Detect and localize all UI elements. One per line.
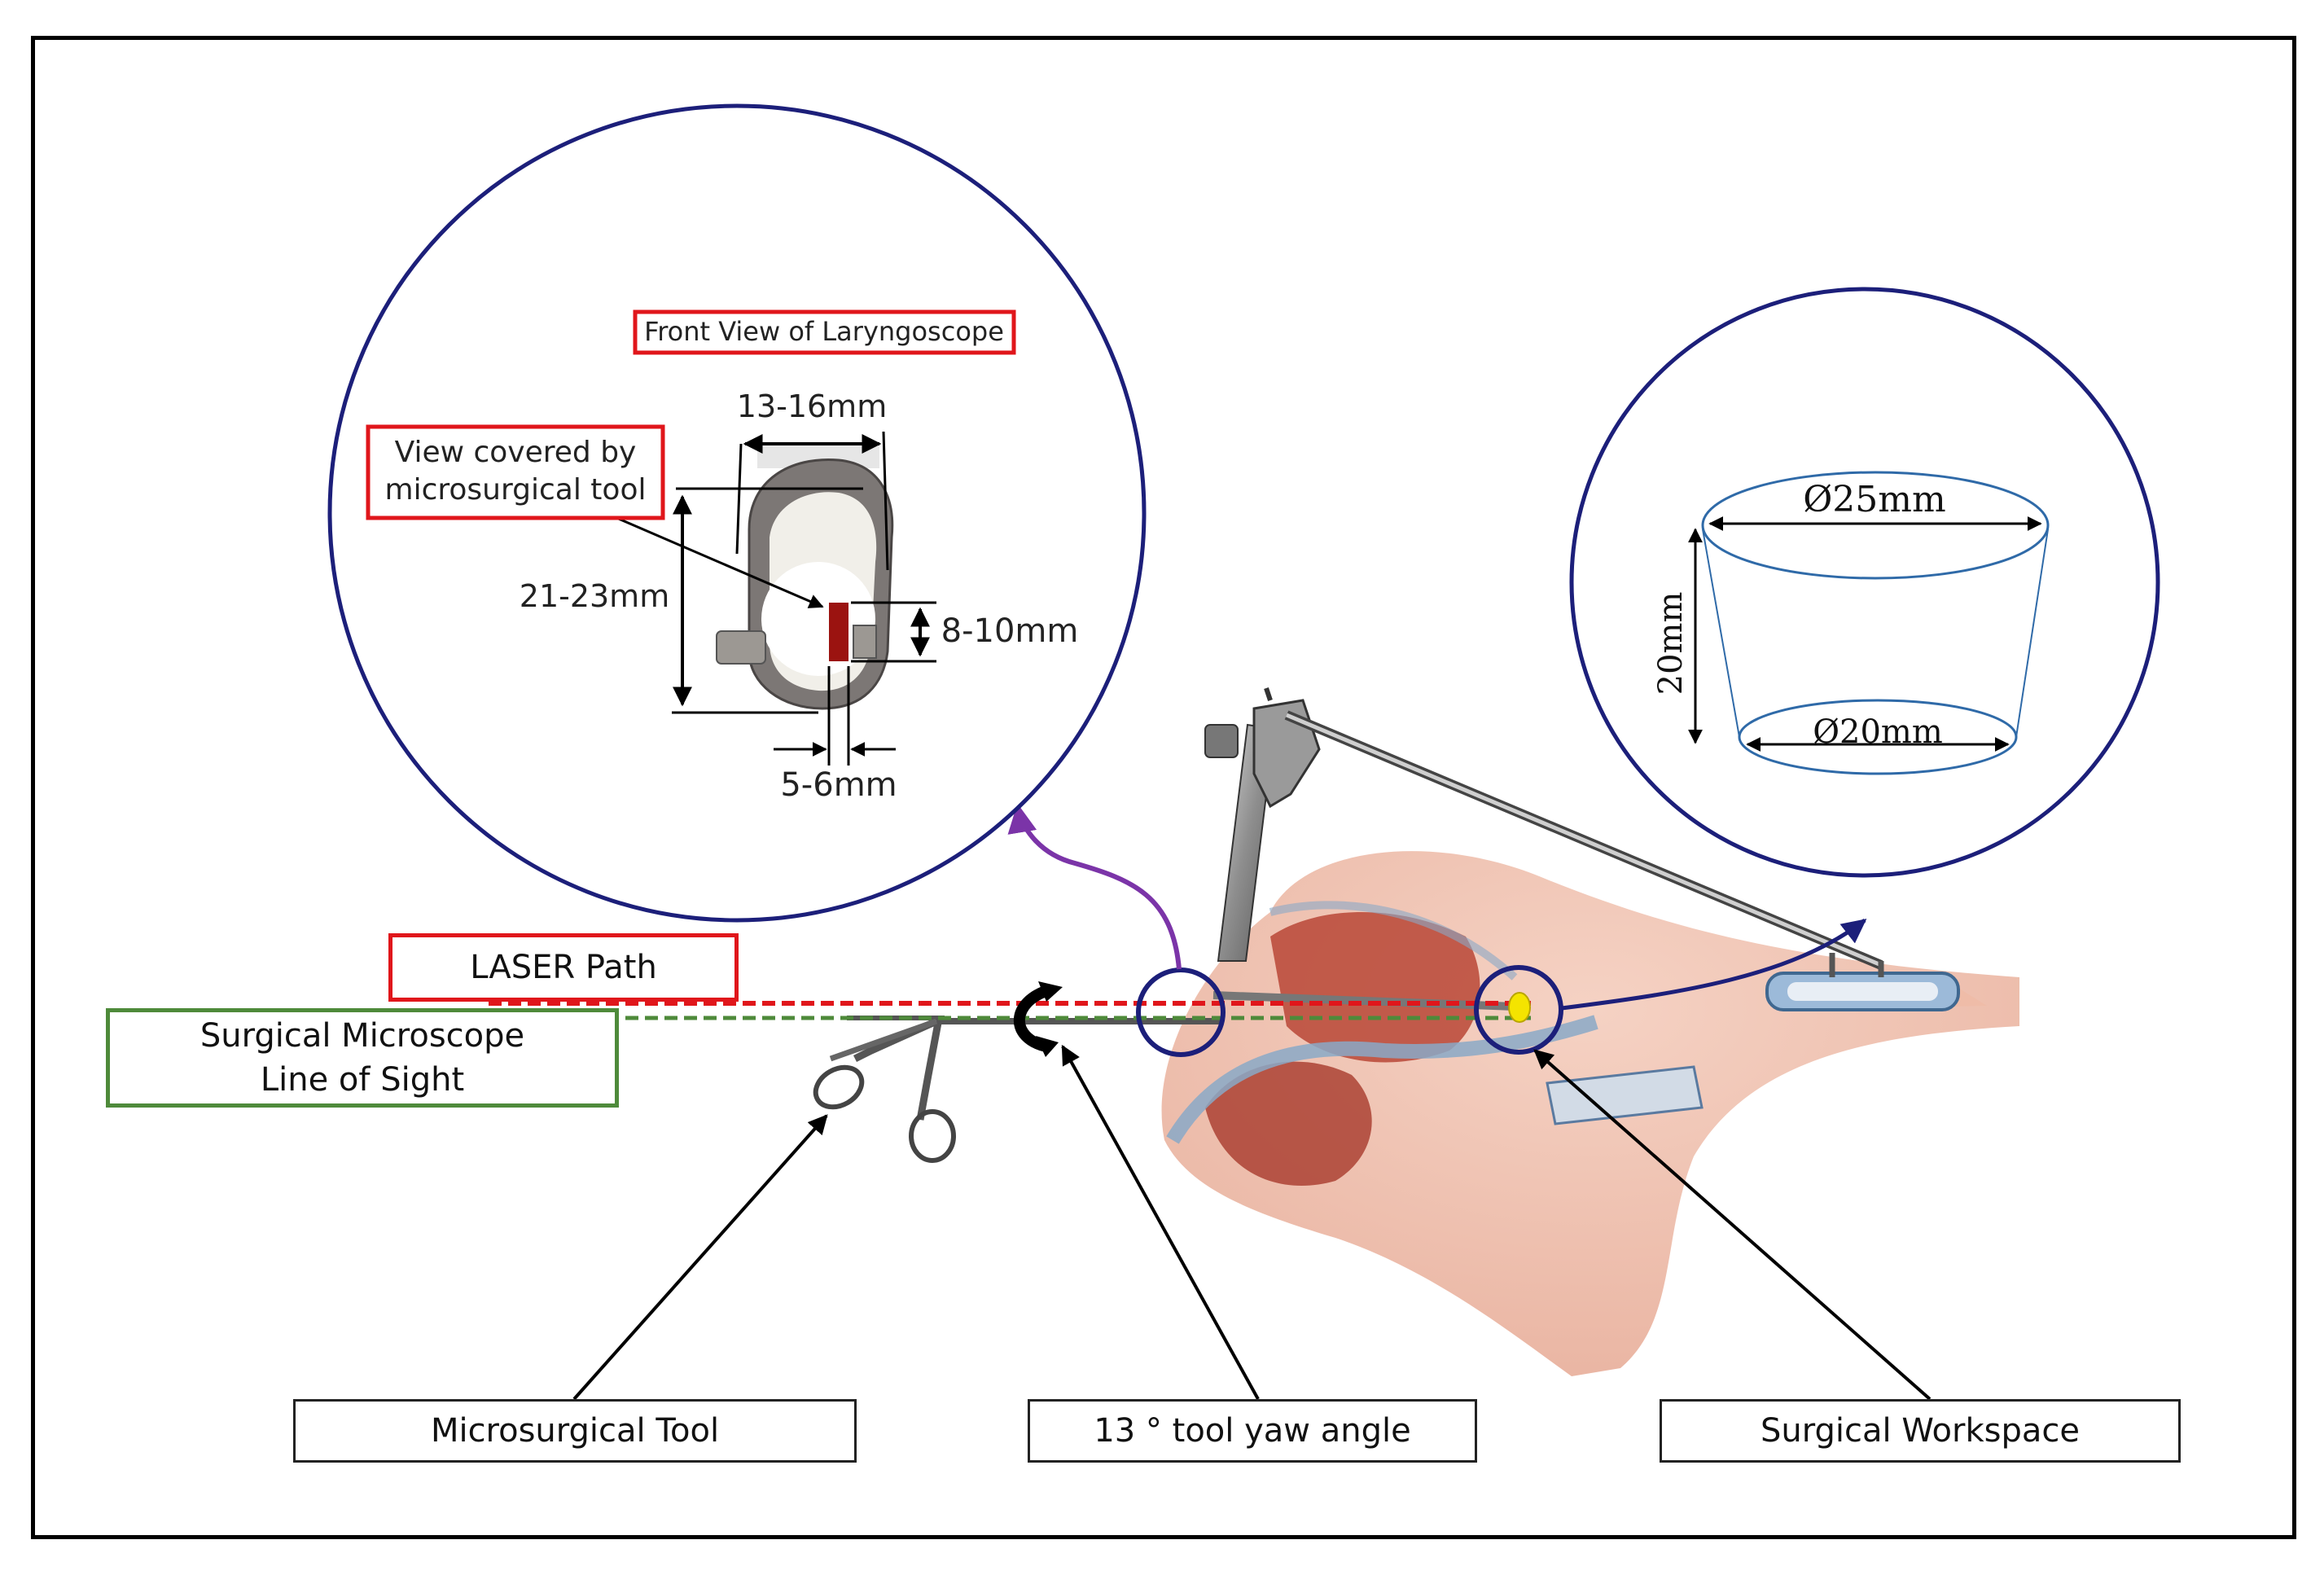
yaw-angle-arc-icon bbox=[1013, 984, 1053, 1052]
tool-callout-arrow bbox=[572, 1114, 828, 1401]
laser-path-label: LASER Path bbox=[388, 933, 739, 1002]
laryngoscope-title: Front View of Laryngoscope bbox=[644, 316, 1004, 347]
width-dimension-label: 13-16mm bbox=[737, 388, 887, 424]
microscope-line-label: Surgical Microscope Line of Sight bbox=[106, 1008, 619, 1108]
workspace-zoom-arrow bbox=[1561, 919, 1867, 1011]
patient-anatomy-illustration bbox=[1161, 851, 2019, 1376]
workspace-callout-arrow bbox=[1533, 1049, 1932, 1401]
tool-callout-box: Microsurgical Tool bbox=[293, 1399, 857, 1463]
target-highlight bbox=[1508, 992, 1531, 1023]
laryngoscope-zoom-arrow bbox=[1007, 803, 1182, 970]
laryngoscope-front-view-inset: Front View of Laryngoscope View covered … bbox=[327, 103, 1147, 923]
microscope-line-label-1: Surgical Microscope bbox=[200, 1017, 525, 1055]
tool-coverage-patch bbox=[829, 603, 848, 661]
yaw-callout-arrow bbox=[1061, 1044, 1260, 1400]
bottom-diameter-label: Ø20mm bbox=[1813, 713, 1943, 751]
top-diameter-label: Ø25mm bbox=[1803, 479, 1946, 520]
tool-width-dimension-label: 5-6mm bbox=[780, 766, 897, 804]
workspace-callout-box: Surgical Workspace bbox=[1660, 1399, 2181, 1463]
cone-height-label: 20mm bbox=[1652, 592, 1690, 695]
laryngoscope-entry-marker bbox=[1136, 967, 1226, 1057]
tool-height-dimension-label: 8-10mm bbox=[941, 612, 1079, 650]
microsurgical-tool-illustration bbox=[813, 1016, 1221, 1163]
microscope-line-label-2: Line of Sight bbox=[260, 1061, 465, 1099]
laryngoscope-illustration bbox=[1204, 687, 1960, 1011]
covered-label-line2: microsurgical tool bbox=[385, 473, 647, 507]
workspace-marker bbox=[1474, 965, 1563, 1055]
yaw-callout-box: 13 ° tool yaw angle bbox=[1028, 1399, 1477, 1463]
height-dimension-label: 21-23mm bbox=[520, 578, 669, 614]
covered-label-line1: View covered by bbox=[395, 436, 637, 469]
workspace-cone-inset: Ø25mm Ø20mm 20mm bbox=[1569, 287, 2160, 878]
